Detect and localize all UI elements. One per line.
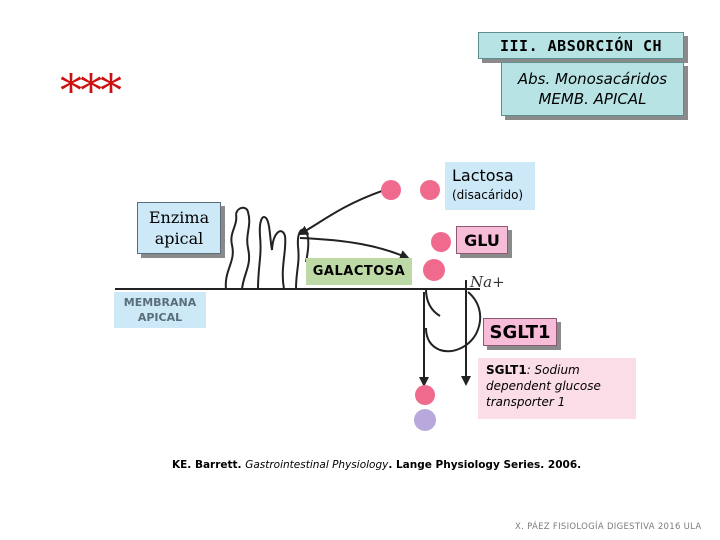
- microvillus-1: [224, 206, 251, 290]
- arrow-to-galactosa: [299, 237, 410, 260]
- stars-marker: ***: [60, 66, 122, 117]
- arrow-to-enzyme: [298, 190, 383, 235]
- sphere-pink-gal: [423, 259, 445, 281]
- desc-bold: SGLT1: [486, 363, 527, 377]
- ref-series: . Lange Physiology Series. 2006.: [388, 459, 582, 471]
- sphere-pink-top: [381, 180, 401, 200]
- sphere-pink-glu: [431, 232, 451, 252]
- membrana-apical-label: MEMBRANA APICAL: [114, 292, 206, 328]
- lactosa-box: [445, 162, 535, 210]
- glu-label: GLU: [456, 226, 508, 254]
- enzima-apical-box: Enzima apical: [137, 202, 221, 254]
- lactosa-label: Lactosa: [452, 166, 514, 185]
- enzima-line2: apical: [154, 229, 204, 248]
- ref-book: Gastrointestinal Physiology: [245, 459, 389, 471]
- sglt1-description: SGLT1: Sodium dependent glucose transpor…: [478, 358, 636, 419]
- ref-authors: KE. Barrett.: [172, 459, 246, 471]
- sphere-pink-bottom: [415, 385, 435, 405]
- section-subtitle: Abs. Monosacáridos MEMB. APICAL: [501, 62, 684, 116]
- subtitle-line2: MEMB. APICAL: [538, 90, 647, 108]
- microvillus-2: [257, 216, 287, 290]
- transporter-shape: [425, 288, 482, 353]
- section-title: III. ABSORCIÓN CH: [478, 32, 684, 59]
- sphere-pink-top-2: [420, 180, 440, 200]
- disacarido-label: (disacárido): [452, 188, 524, 202]
- sodium-label: Na+: [469, 273, 505, 291]
- sglt1-label: SGLT1: [483, 318, 557, 346]
- sphere-purple-bottom: [414, 409, 436, 431]
- membrana-line2: APICAL: [137, 311, 183, 324]
- subtitle-line1: Abs. Monosacáridos: [517, 70, 668, 88]
- footer-credit: X. PÁEZ FISIOLOGÍA DIGESTIVA 2016 ULA: [515, 522, 702, 532]
- galactosa-label: GALACTOSA: [306, 258, 412, 285]
- membrana-line1: MEMBRANA: [123, 296, 197, 309]
- enzima-line1: Enzima: [148, 208, 210, 227]
- desc-rest: : Sodium dependent glucose transporter 1: [486, 363, 601, 409]
- reference-citation: KE. Barrett. Gastrointestinal Physiology…: [172, 459, 581, 471]
